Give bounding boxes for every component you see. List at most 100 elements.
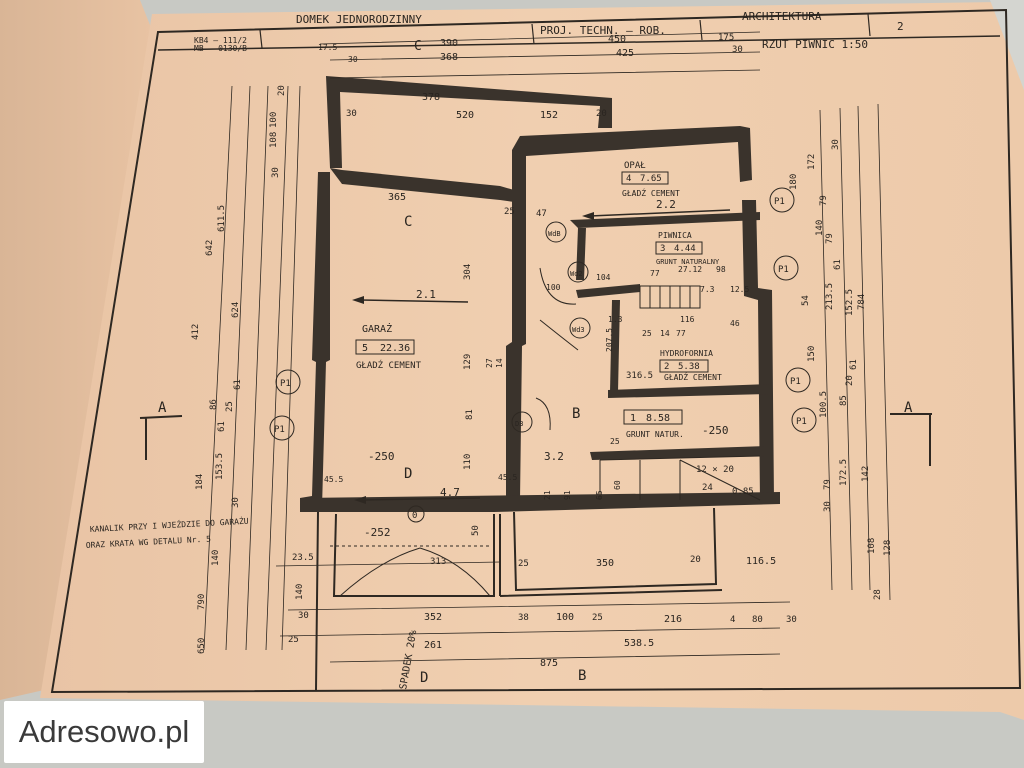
- lower-porch-outline: [513, 507, 718, 592]
- bottom-dim-9: 352: [424, 612, 442, 623]
- inner-dim-22: 21: [543, 490, 552, 500]
- inner-dim-15: 116: [680, 315, 695, 324]
- left_outer-dim-5: 86: [209, 399, 219, 410]
- section-mark-b: B: [572, 406, 580, 422]
- partition-hydro-left: [610, 300, 620, 392]
- inner-dim-30: 1.3: [608, 315, 623, 324]
- window-tags: P1 P1 P1 P1 P1 P1 WdB Wd2 Wd3 D3 0: [269, 187, 817, 523]
- room-1: 1 8.58 GRUNT NATUR.: [623, 409, 684, 439]
- svg-text:12 × 20: 12 × 20: [696, 465, 734, 475]
- right_outer-dim-10: 172.5: [839, 459, 849, 486]
- dim-labels-left: 412642611.562418486612561153.53014079065…: [191, 85, 287, 654]
- right_outer-dim-1: 172: [807, 154, 817, 170]
- right_outer-dim-4: 152.5: [845, 289, 855, 316]
- upper-strip-wall: [326, 76, 612, 168]
- right_outer-dim-7: 100.5: [819, 391, 829, 418]
- svg-text:4.7: 4.7: [440, 486, 460, 499]
- right_outer-dim-17: 79: [823, 479, 833, 490]
- svg-text:GARAŻ: GARAŻ: [362, 322, 392, 335]
- bottom-dim-18: 261: [424, 640, 442, 651]
- right_outer-dim-6: 150: [807, 346, 817, 362]
- section-mark-a-right: A: [890, 400, 932, 466]
- garage-top-wall: [330, 168, 514, 202]
- section-mark-b-bottom: B: [578, 668, 586, 684]
- right_outer-dim-16: 61: [833, 259, 843, 270]
- bottom-dim-14: 4: [730, 615, 735, 625]
- discipline-label: ARCHITEKTURA: [742, 10, 822, 23]
- right_outer-dim-15: 140: [815, 220, 825, 236]
- svg-text:5: 5: [362, 343, 368, 354]
- top-dim-3: 425: [616, 48, 634, 59]
- inner-dim-26: 45.5: [324, 475, 343, 484]
- drawing-frame: [50, 8, 1022, 694]
- left_outer-dim-4: 184: [195, 474, 205, 490]
- driveway-outline: [315, 511, 495, 691]
- svg-text:0: 0: [412, 511, 417, 521]
- level-garage: -250: [368, 450, 395, 463]
- code-line-1: KB4 – 111/2: [194, 36, 247, 45]
- inner-dim-3: 304: [463, 264, 473, 280]
- watermark-adresowo: Adresowo.pl: [4, 701, 204, 763]
- inner-dim-7: 27: [485, 358, 494, 368]
- upper-dim-3: 20: [596, 109, 607, 119]
- left_outer-dim-2: 611.5: [217, 205, 227, 232]
- garage-left-wall: [300, 172, 330, 510]
- svg-text:GŁADŹ CEMENT: GŁADŹ CEMENT: [622, 187, 680, 198]
- right_outer-dim-18: 30: [823, 501, 833, 512]
- right_outer-dim-3: 213.5: [825, 283, 835, 310]
- left_outer-dim-8: 61: [233, 379, 243, 390]
- inner-dim-9: 104: [596, 273, 611, 282]
- section-mark-d: D: [404, 466, 412, 482]
- section-mark-d-bottom: D: [420, 670, 428, 686]
- svg-text:7.65: 7.65: [640, 174, 662, 184]
- project-title: DOMEK JEDNORODZINNY: [296, 13, 422, 26]
- upper-dim-0: 378: [422, 92, 440, 103]
- svg-text:OPAŁ: OPAŁ: [624, 161, 646, 171]
- inner-dim-11: 27.12: [678, 265, 702, 274]
- svg-text:GŁADŹ CEMENT: GŁADŹ CEMENT: [664, 371, 722, 382]
- top-dim-0: 390: [440, 38, 458, 49]
- phase-label: PROJ. TECHN. – ROB.: [540, 24, 666, 37]
- top-dim-6: 17.5: [318, 43, 337, 52]
- top-dim-7: 30: [348, 55, 358, 64]
- partition-opal: [570, 212, 760, 228]
- inner-dim-0: 365: [388, 192, 406, 203]
- right_outer-dim-12: 108: [867, 538, 877, 554]
- right-block-top-wall: [512, 126, 752, 182]
- inner-dim-17: 25: [642, 329, 652, 338]
- upper-dim-2: 152: [540, 110, 558, 121]
- svg-text:2.2: 2.2: [656, 198, 676, 211]
- svg-text:A: A: [158, 400, 167, 416]
- right_outer-dim-14: 79: [825, 233, 835, 244]
- svg-text:PIWNICA: PIWNICA: [658, 231, 692, 240]
- inner-dim-10: 77: [650, 269, 660, 278]
- level-drive: -252: [364, 526, 391, 539]
- title-block-bottom-line: [157, 35, 1001, 51]
- inner-dim-18: 14: [660, 329, 670, 338]
- room-hydrofornia: HYDROFORNIA 2 5.38 GŁADŹ CEMENT: [659, 349, 722, 382]
- sheet-number: 2: [897, 20, 904, 33]
- inner-dim-24: 65: [595, 490, 604, 500]
- inner-dim-1: 25: [504, 207, 515, 217]
- stair-arrows: 2.1 2.2 4.7 3.2 12 × 20 24 0.85: [352, 198, 754, 504]
- svg-text:Wd2: Wd2: [570, 270, 583, 278]
- bottom-dim-4: 25: [518, 559, 529, 569]
- svg-text:P1: P1: [778, 265, 789, 275]
- inner-dim-29: 100: [546, 283, 561, 292]
- left_outer-dim-15: 108: [269, 132, 279, 148]
- right_outer-dim-9: 61: [849, 359, 859, 370]
- room-piwnica: PIWNICA 3 4.44 GRUNT NATURALNY: [655, 231, 720, 266]
- code-line-2: MB – 0130/B: [194, 44, 247, 53]
- inner-dim-12: 98: [716, 265, 726, 274]
- left_outer-dim-9: 153.5: [215, 453, 225, 480]
- right_outer-dim-22: 28: [873, 589, 883, 600]
- left_outer-dim-14: 100: [269, 112, 279, 128]
- svg-text:P1: P1: [274, 425, 285, 435]
- svg-text:2.1: 2.1: [416, 288, 436, 301]
- right_outer-dim-11: 142: [861, 466, 871, 482]
- right_outer-dim-8: 85: [839, 395, 849, 406]
- svg-text:24: 24: [702, 483, 713, 493]
- top-dim-4: 175: [718, 33, 734, 43]
- left_outer-dim-3: 624: [231, 302, 241, 318]
